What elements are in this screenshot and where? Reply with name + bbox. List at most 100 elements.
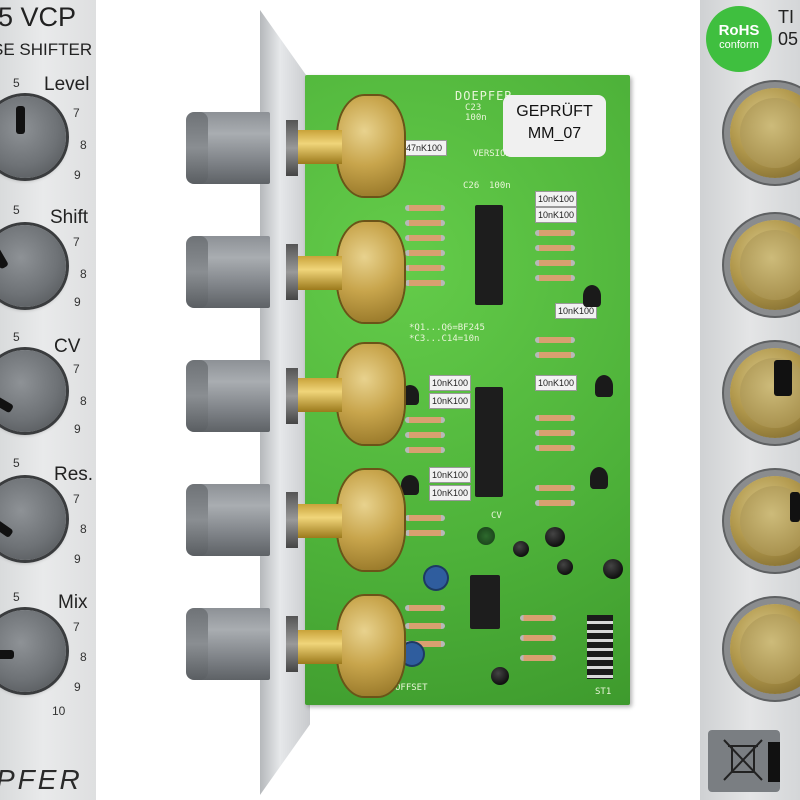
scale-mark: 9 bbox=[74, 422, 81, 436]
scale-mark: 9 bbox=[74, 295, 81, 309]
shift-knob[interactable] bbox=[0, 225, 66, 307]
pcb-label: OFFSET bbox=[395, 683, 428, 693]
resistor bbox=[405, 530, 445, 536]
back-potentiometer bbox=[730, 476, 800, 566]
pcb-label: 10nK100 bbox=[535, 191, 577, 207]
transistor bbox=[595, 375, 613, 397]
potentiometer bbox=[338, 596, 404, 696]
resistor bbox=[535, 445, 575, 451]
control-label: Level bbox=[44, 74, 90, 95]
pcb-label: ST1 bbox=[595, 687, 612, 697]
scale-mark: 9 bbox=[74, 168, 81, 182]
pcb-note: *C3...C14=10n bbox=[409, 334, 480, 344]
level-knob[interactable] bbox=[0, 96, 66, 178]
resistor bbox=[405, 447, 445, 453]
resistor bbox=[405, 432, 445, 438]
pcb-label: 10nK100 bbox=[429, 375, 471, 391]
pcb-label: C26 bbox=[463, 181, 480, 191]
scale-mark: 10 bbox=[52, 704, 66, 718]
scale-mark: 7 bbox=[73, 362, 80, 376]
resistor bbox=[535, 415, 575, 421]
potentiometer bbox=[338, 344, 404, 444]
scale-mark: 8 bbox=[80, 650, 87, 664]
pcb-label: 10nK100 bbox=[429, 467, 471, 483]
scale-mark: 9 bbox=[74, 680, 81, 694]
pcb-note: *Q1...Q6=BF245 bbox=[409, 323, 485, 333]
pcb-label: 10nK100 bbox=[535, 375, 577, 391]
control-label: Shift bbox=[50, 207, 89, 228]
resistor bbox=[535, 485, 575, 491]
pot-shaft bbox=[296, 378, 342, 412]
scale-mark: 5 bbox=[13, 203, 20, 217]
transistor bbox=[583, 285, 601, 307]
rohs-line-1: RoHS bbox=[718, 22, 760, 39]
knob-pointer-icon bbox=[0, 392, 15, 414]
resistor bbox=[535, 430, 575, 436]
capacitor bbox=[557, 559, 573, 575]
scale-mark: 5 bbox=[13, 76, 20, 90]
back-potentiometer bbox=[730, 88, 800, 178]
ic-chip bbox=[470, 387, 508, 497]
resistor bbox=[535, 245, 575, 251]
mix-knob[interactable] bbox=[0, 610, 66, 692]
pot-shaft bbox=[296, 130, 342, 164]
capacitor bbox=[491, 667, 509, 685]
resistor bbox=[535, 230, 575, 236]
knob-face bbox=[186, 236, 208, 308]
pot-shaft bbox=[296, 630, 342, 664]
resistor bbox=[405, 515, 445, 521]
pcb-label: 10nK100 bbox=[429, 485, 471, 501]
scale-mark: 7 bbox=[73, 492, 80, 506]
resistor bbox=[405, 417, 445, 423]
module-subtitle: SE SHIFTER bbox=[0, 40, 93, 59]
knob-pointer-icon bbox=[0, 515, 14, 539]
transistor bbox=[401, 475, 419, 495]
back-panel: TI 05 bbox=[700, 0, 800, 800]
pot-shaft bbox=[296, 504, 342, 538]
pcb-label: 10nK100 bbox=[429, 393, 471, 409]
res-knob[interactable] bbox=[0, 478, 66, 560]
resistor bbox=[405, 250, 445, 256]
transistor bbox=[401, 385, 419, 405]
resistor bbox=[405, 280, 445, 286]
control-cv: CV 5 7 8 9 bbox=[0, 310, 96, 440]
scale-mark: 5 bbox=[13, 330, 20, 344]
front-panel: 5 VCP SE SHIFTER Level 5 7 8 9 Shift 5 7… bbox=[0, 0, 96, 800]
ic-chip bbox=[465, 575, 505, 629]
potentiometer bbox=[338, 470, 404, 570]
resistor bbox=[405, 623, 445, 629]
resistor bbox=[405, 605, 445, 611]
resistor bbox=[520, 615, 556, 621]
pcb-label: 100n bbox=[489, 181, 511, 191]
ic-chip bbox=[470, 205, 508, 305]
panel-nut bbox=[286, 616, 298, 672]
panel-nut bbox=[286, 368, 298, 424]
control-label: Res. bbox=[54, 464, 94, 485]
resistor bbox=[405, 205, 445, 211]
pot-shaft bbox=[296, 256, 342, 290]
sticker-line-1: GEPRÜFT bbox=[516, 103, 593, 120]
scale-mark: 7 bbox=[73, 620, 80, 634]
capacitor bbox=[545, 527, 565, 547]
pcb-silkscreen-brand: DOEPFER bbox=[455, 89, 513, 103]
panel-nut bbox=[286, 492, 298, 548]
pin-header bbox=[587, 615, 613, 679]
knob-face bbox=[186, 608, 208, 680]
panel-nut bbox=[286, 244, 298, 300]
scale-mark: 7 bbox=[73, 106, 80, 120]
resistor bbox=[520, 635, 556, 641]
panel-nut bbox=[286, 120, 298, 176]
cv-knob[interactable] bbox=[0, 350, 66, 432]
control-level: Level 5 7 8 9 bbox=[0, 60, 96, 190]
module-title: 5 VCP bbox=[0, 2, 77, 32]
control-label: CV bbox=[54, 336, 81, 357]
scale-mark: 8 bbox=[80, 522, 87, 536]
resistor bbox=[405, 265, 445, 271]
pcb-label: 10nK100 bbox=[555, 303, 597, 319]
scale-mark: 8 bbox=[80, 138, 87, 152]
corner-text: TI 05 bbox=[778, 7, 799, 49]
scale-mark: 9 bbox=[74, 552, 81, 566]
pcb-label: 10nK100 bbox=[535, 207, 577, 223]
resistor bbox=[535, 352, 575, 358]
pcb-label: C23 bbox=[465, 103, 482, 113]
